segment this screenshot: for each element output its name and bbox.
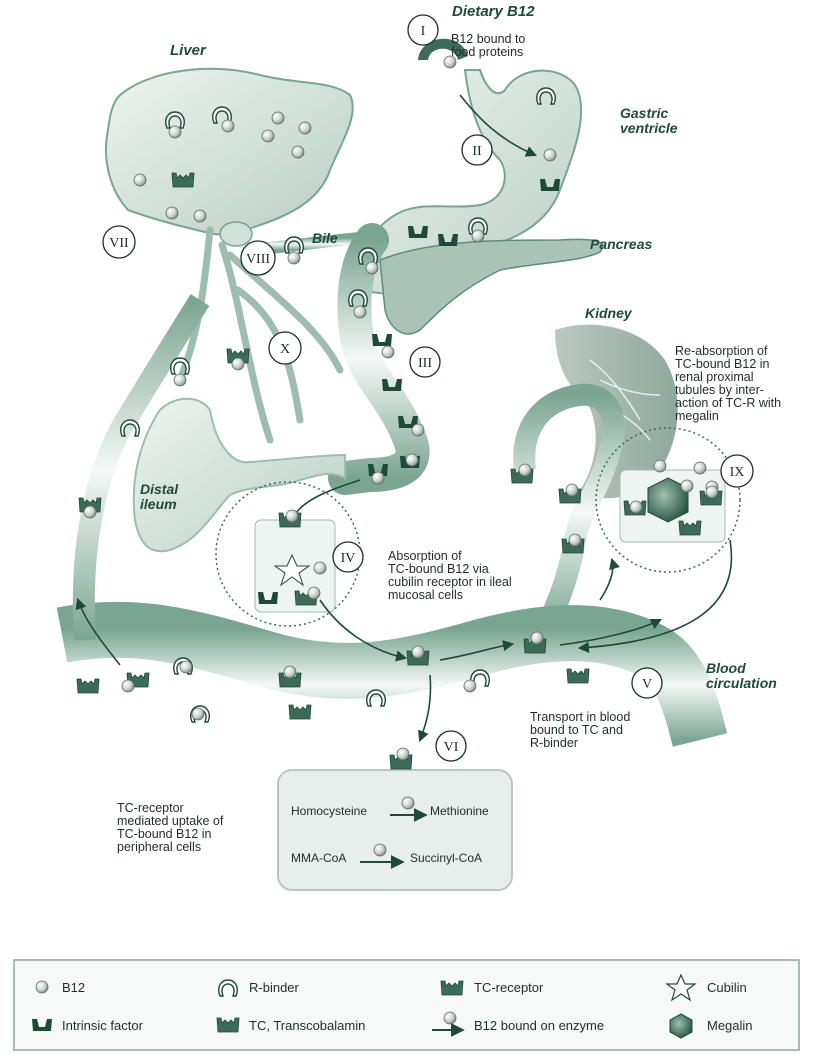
svg-text:III: III bbox=[418, 356, 432, 371]
label-gastric-1: Gastric bbox=[620, 105, 668, 121]
note-kidney-4: tubules by inter- bbox=[675, 383, 764, 397]
step-X: X bbox=[269, 332, 301, 364]
peripheral-cell-box bbox=[278, 770, 512, 890]
note-kidney-5: action of TC-R with bbox=[675, 396, 781, 410]
svg-text:B12: B12 bbox=[62, 980, 85, 995]
svg-text:R-binder: R-binder bbox=[249, 980, 300, 995]
note-food-1: B12 bound to bbox=[451, 32, 525, 46]
svg-text:VIII: VIII bbox=[246, 252, 270, 267]
step-VI: VI bbox=[436, 731, 466, 761]
step-III: III bbox=[410, 347, 440, 377]
note-uptake-4: peripheral cells bbox=[117, 840, 201, 854]
step-I: I bbox=[408, 15, 438, 45]
label-pancreas: Pancreas bbox=[590, 236, 652, 252]
svg-text:Intrinsic factor: Intrinsic factor bbox=[62, 1018, 144, 1033]
note-transport-2: bound to TC and bbox=[530, 723, 623, 737]
note-kidney-3: renal proximal bbox=[675, 370, 754, 384]
svg-text:V: V bbox=[642, 677, 652, 692]
svg-text:X: X bbox=[280, 342, 290, 357]
label-blood-2: circulation bbox=[706, 675, 777, 691]
note-absorption-4: mucosal cells bbox=[388, 588, 463, 602]
step-VII: VII bbox=[103, 226, 135, 258]
note-kidney-1: Re-absorption of bbox=[675, 344, 768, 358]
step-IX: IX bbox=[721, 455, 753, 487]
label-blood-1: Blood bbox=[706, 660, 746, 676]
svg-text:IV: IV bbox=[341, 551, 356, 566]
label-kidney: Kidney bbox=[585, 305, 633, 321]
step-V: V bbox=[632, 668, 662, 698]
note-transport-1: Transport in blood bbox=[530, 710, 630, 724]
note-uptake-1: TC-receptor bbox=[117, 801, 184, 815]
svg-text:VI: VI bbox=[444, 740, 459, 755]
note-kidney-2: TC-bound B12 in bbox=[675, 357, 770, 371]
note-absorption-3: cubilin receptor in ileal bbox=[388, 575, 512, 589]
note-absorption-2: TC-bound B12 via bbox=[388, 562, 489, 576]
note-food-2: food proteins bbox=[451, 45, 523, 59]
svg-text:TC, Transcobalamin: TC, Transcobalamin bbox=[249, 1018, 365, 1033]
label-gastric-2: ventricle bbox=[620, 120, 678, 136]
step-IV: IV bbox=[333, 542, 363, 572]
reaction-mma-coa: MMA-CoA bbox=[291, 851, 346, 865]
reaction-homocysteine: Homocysteine bbox=[291, 804, 367, 818]
pancreas-organ bbox=[380, 239, 603, 334]
note-absorption-1: Absorption of bbox=[388, 549, 462, 563]
note-uptake-3: TC-bound B12 in bbox=[117, 827, 212, 841]
label-dietary-b12: Dietary B12 bbox=[452, 3, 535, 20]
reaction-methionine: Methionine bbox=[430, 804, 489, 818]
legend: B12 R-binder TC-receptor Cubilin Intrins… bbox=[14, 960, 799, 1050]
step-VIII: VIII bbox=[241, 241, 275, 275]
svg-text:TC-receptor: TC-receptor bbox=[474, 980, 544, 995]
note-transport-3: R-binder bbox=[530, 736, 578, 750]
reaction-succinyl-coa: Succinyl-CoA bbox=[410, 851, 482, 865]
svg-text:II: II bbox=[472, 144, 482, 159]
svg-text:B12 bound on enzyme: B12 bound on enzyme bbox=[474, 1018, 604, 1033]
label-liver: Liver bbox=[170, 42, 207, 59]
note-uptake-2: mediated uptake of bbox=[117, 814, 224, 828]
note-kidney-6: megalin bbox=[675, 409, 719, 423]
label-distal-2: ileum bbox=[140, 496, 177, 512]
svg-text:Megalin: Megalin bbox=[707, 1018, 753, 1033]
svg-text:VII: VII bbox=[109, 236, 129, 251]
liver-organ bbox=[106, 69, 353, 246]
svg-text:I: I bbox=[421, 24, 426, 39]
step-II: II bbox=[462, 135, 492, 165]
svg-text:Cubilin: Cubilin bbox=[707, 980, 747, 995]
label-bile: Bile bbox=[312, 230, 338, 246]
legend-intrinsic: Intrinsic factor bbox=[32, 1018, 144, 1033]
svg-text:IX: IX bbox=[730, 465, 745, 480]
label-distal-1: Distal bbox=[140, 481, 179, 497]
